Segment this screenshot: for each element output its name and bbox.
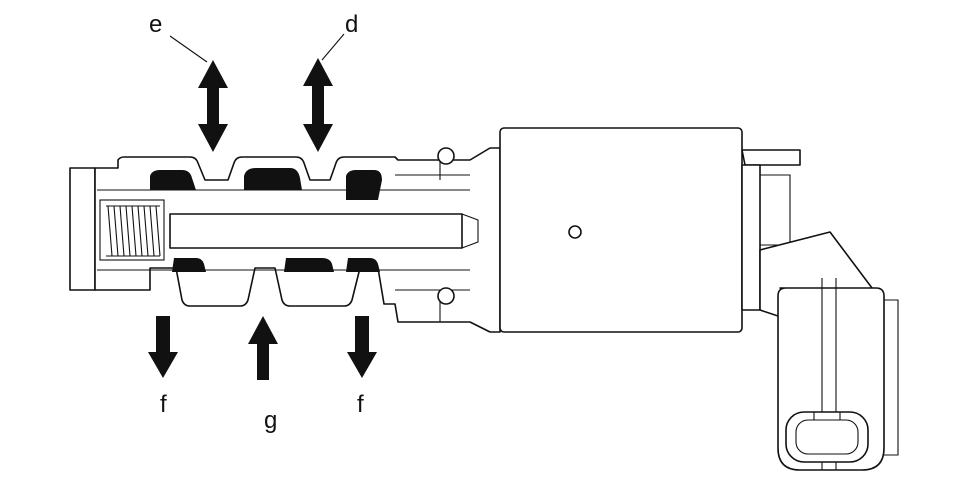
label-g: g xyxy=(264,407,277,434)
arrow-f-right xyxy=(347,316,377,378)
arrow-f-left xyxy=(148,316,178,378)
o-rings xyxy=(437,147,455,305)
arrow-g xyxy=(248,316,278,380)
label-f-left: f xyxy=(160,391,167,418)
label-d: d xyxy=(345,11,358,38)
valve-sleeve xyxy=(69,147,501,333)
electrical-connector xyxy=(759,231,899,471)
spring xyxy=(106,205,161,257)
arrow-d xyxy=(303,33,345,152)
arrow-e xyxy=(169,35,228,152)
label-e: e xyxy=(149,11,162,38)
solenoid-housing xyxy=(499,127,801,333)
label-f-right: f xyxy=(357,391,364,418)
flow-arrows xyxy=(148,33,377,380)
valve-seals xyxy=(150,168,382,272)
